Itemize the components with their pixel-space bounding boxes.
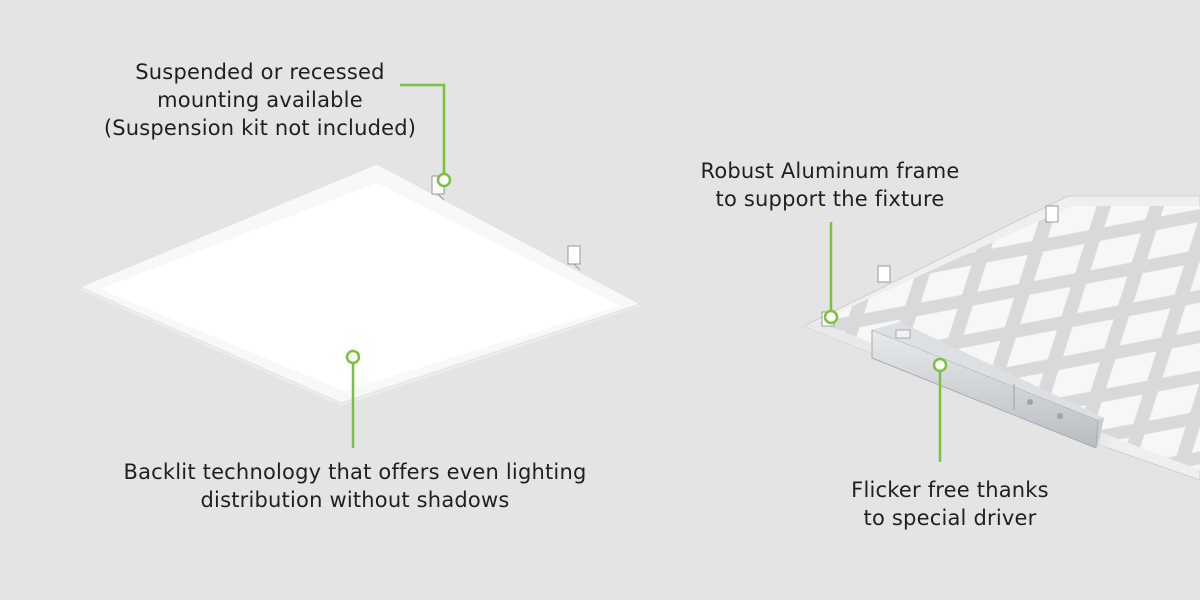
callout-line-mounting [400, 83, 452, 188]
callout-marker-backlit [345, 349, 361, 365]
callout-mounting-line-3: (Suspension kit not included) [103, 116, 417, 140]
callout-backlit-line-1: Backlit technology that offers even ligh… [123, 460, 587, 484]
callout-driver-text: Flicker free thanks to special driver [800, 476, 1100, 532]
callout-line-backlit [345, 349, 361, 448]
callout-driver-line-2: to special driver [863, 506, 1037, 530]
callout-mounting-line-2: mounting available [157, 88, 363, 112]
callout-driver-line-1: Flicker free thanks [851, 478, 1049, 502]
mounting-clip-side [567, 245, 581, 271]
callout-frame-line-2: to support the fixture [715, 187, 945, 211]
callout-marker-driver [932, 357, 948, 373]
led-panel-front-view [78, 163, 642, 406]
callout-frame-line-1: Robust Aluminum frame [700, 159, 960, 183]
led-panel-back-view [802, 195, 1200, 481]
callout-marker-mounting [436, 172, 452, 188]
mounting-clip-back-1 [1045, 205, 1059, 223]
callout-mounting-line-1: Suspended or recessed [135, 60, 385, 84]
callout-line-driver [932, 357, 948, 462]
callout-marker-frame [823, 309, 839, 325]
callout-frame-text: Robust Aluminum frame to support the fix… [680, 157, 980, 213]
mounting-clip-back-2 [877, 265, 891, 283]
driver-box [871, 322, 1104, 449]
callout-line-frame [823, 222, 839, 325]
callout-backlit-text: Backlit technology that offers even ligh… [80, 458, 630, 514]
callout-backlit-line-2: distribution without shadows [200, 488, 510, 512]
callout-mounting-text: Suspended or recessed mounting available… [80, 58, 440, 142]
